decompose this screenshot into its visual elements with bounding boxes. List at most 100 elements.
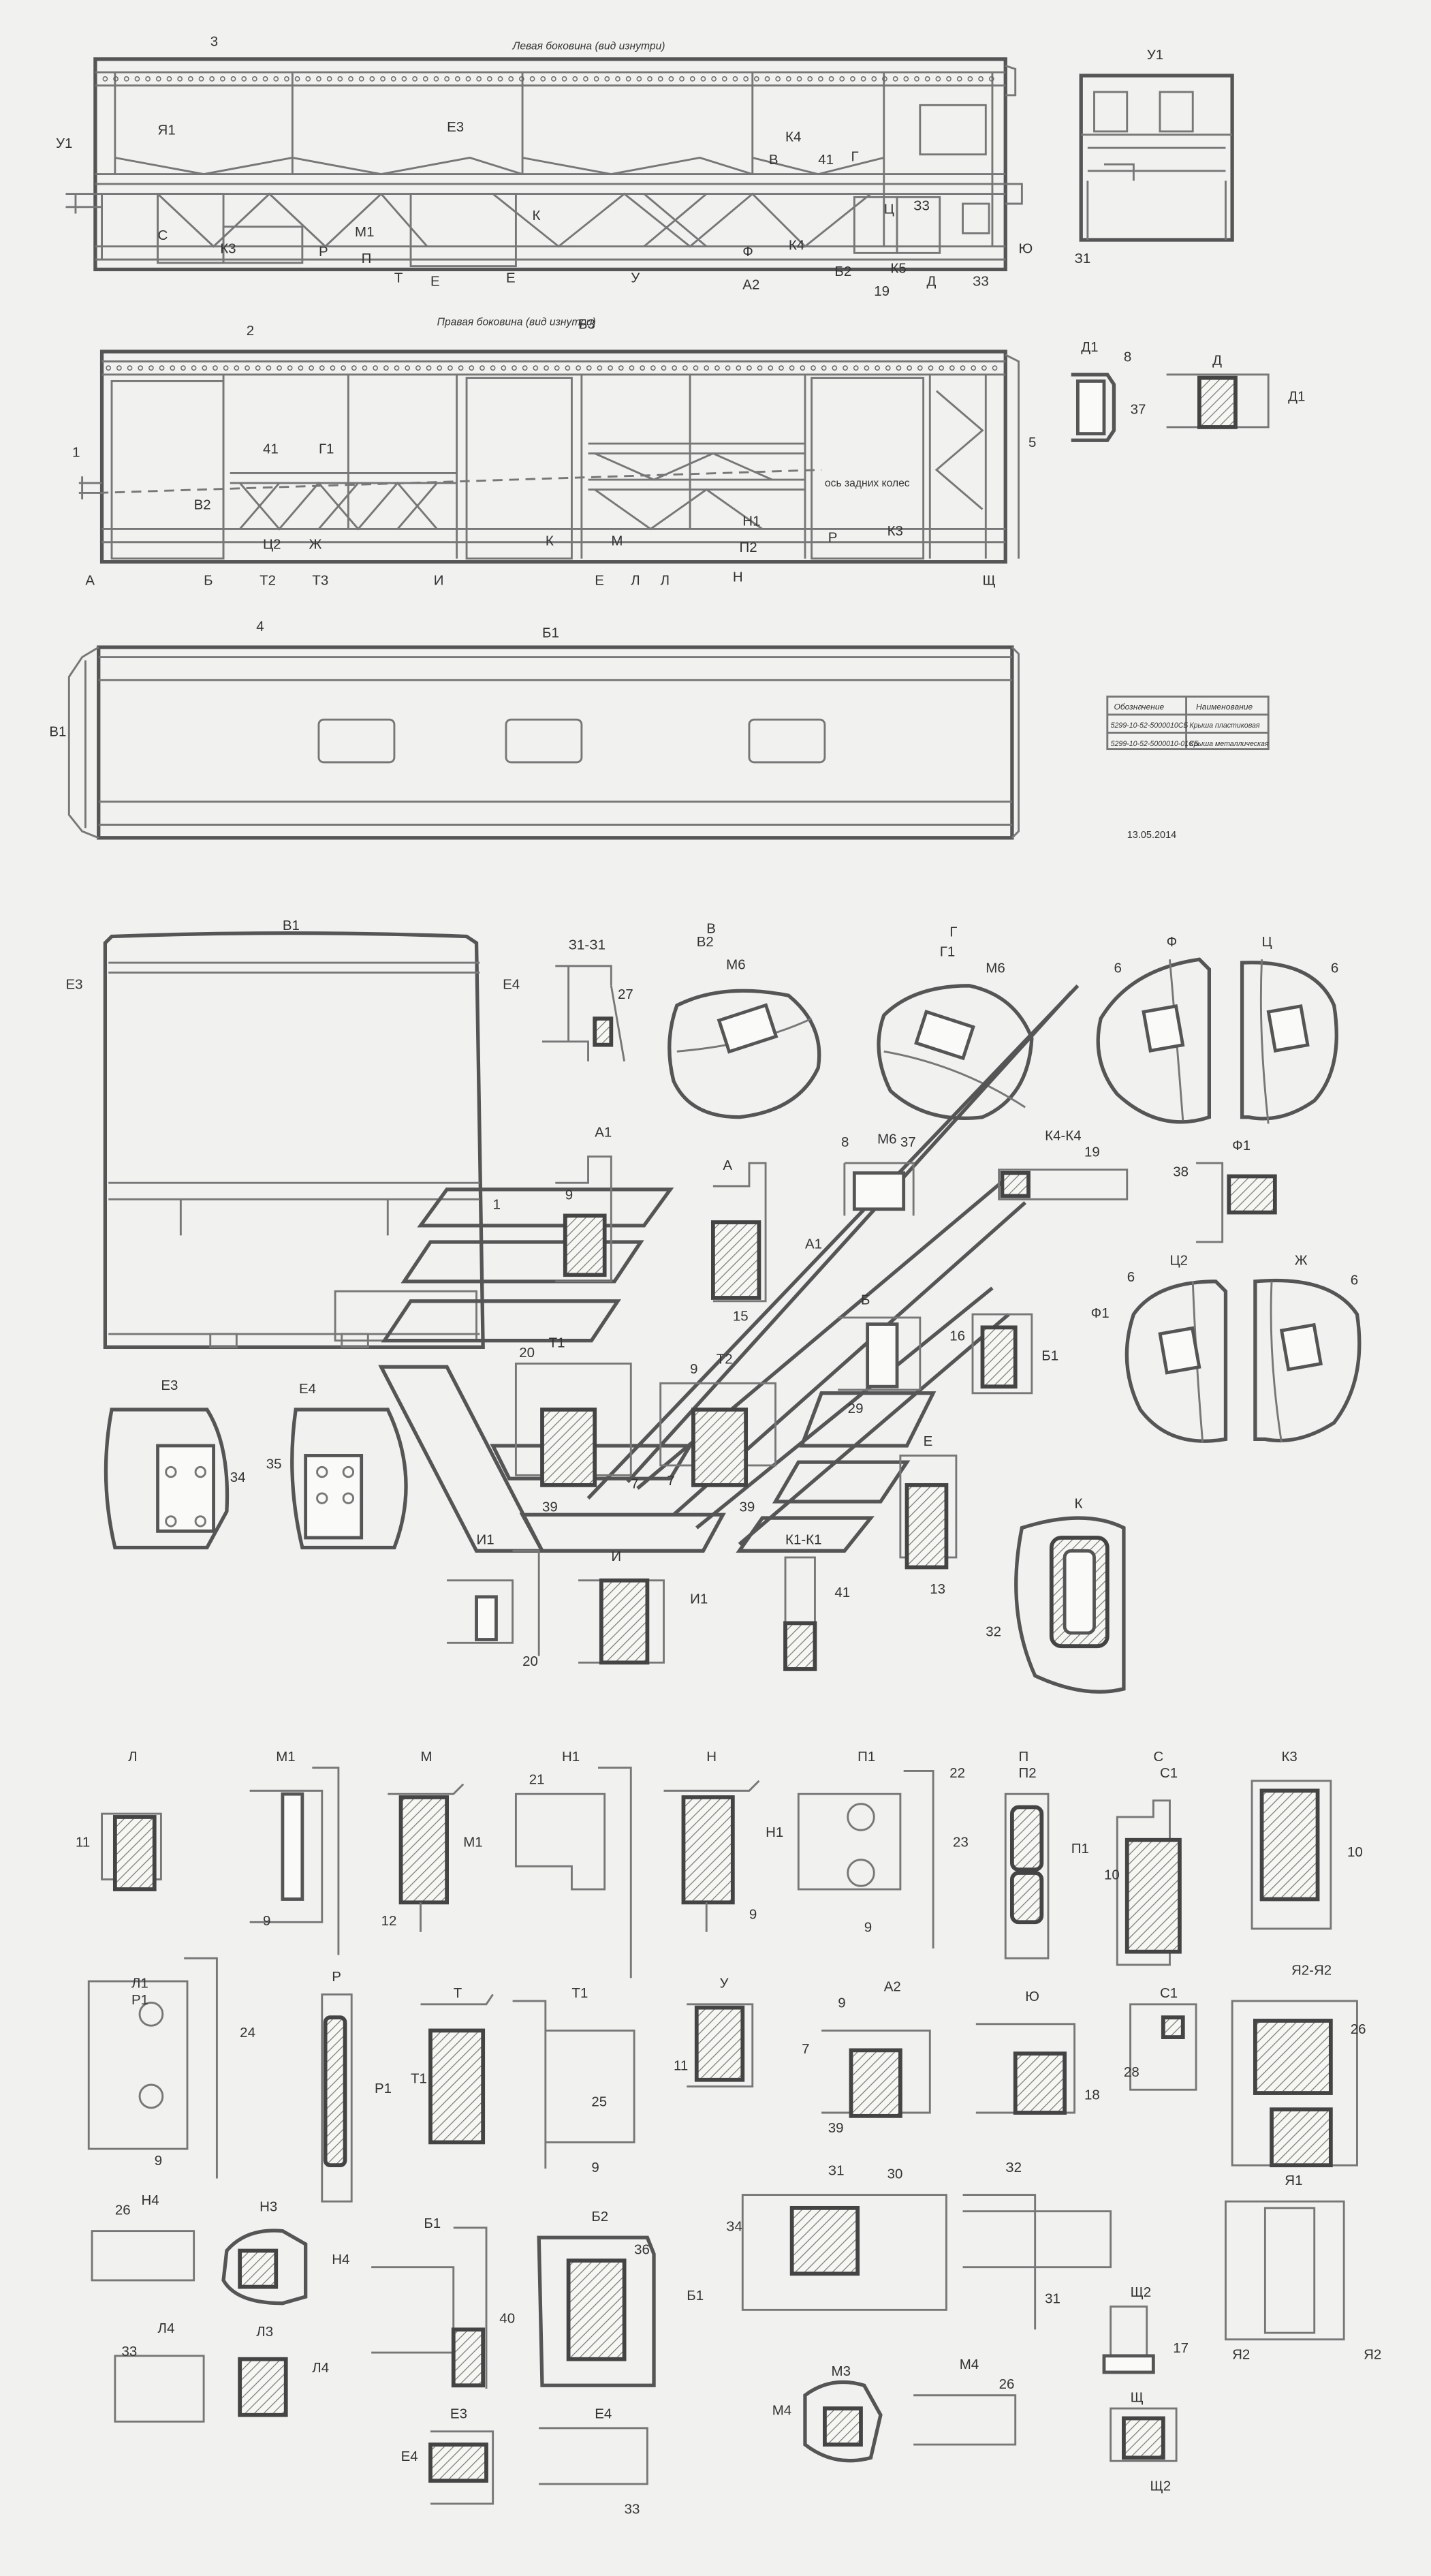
rivet-dot [458, 365, 464, 371]
view-label: С [1153, 1749, 1163, 1765]
view-label: З3 [913, 198, 930, 214]
rivet-dot [273, 76, 279, 82]
rivet-dot [693, 365, 699, 371]
rivet-dot [882, 76, 887, 82]
view-label: У [720, 1976, 729, 1991]
view-label: 9 [263, 1913, 270, 1929]
view-label: А2 [742, 277, 759, 292]
view-label: Б [861, 1292, 870, 1308]
view-label: Я1 [158, 123, 176, 138]
view-label: 19 [1084, 1145, 1100, 1160]
view-label: 21 [529, 1772, 545, 1788]
rivet-dot [583, 76, 588, 82]
rivet-dot [811, 365, 816, 371]
rivet-dot [625, 76, 631, 82]
view-label: Ц [884, 201, 894, 217]
rivet-dot [700, 76, 706, 82]
view-label: Б2 [834, 264, 851, 279]
view-label: З2 [1005, 2160, 1022, 2175]
view-label: 10 [1104, 1867, 1120, 1883]
rivet-dot [479, 365, 485, 371]
view-label: 28 [1124, 2064, 1139, 2080]
view-label: Г1 [940, 944, 956, 959]
view-label: Я2 [1364, 2347, 1381, 2363]
rivet-dot [853, 365, 859, 371]
view-label: М1 [276, 1749, 295, 1765]
view-label: Н4 [332, 2252, 349, 2267]
view-label: 9 [690, 1361, 697, 1377]
view-label: К3 [887, 523, 903, 539]
rivet-dot [437, 365, 443, 371]
detail-k [1014, 1516, 1126, 1694]
view-label: Т1 [411, 2071, 427, 2087]
view-label: Ю [1019, 240, 1033, 256]
rivet-dot [284, 76, 289, 82]
rivet-dot [198, 76, 204, 82]
view-label: К [546, 533, 554, 549]
view-label: И1 [690, 1591, 708, 1607]
view-label: Ж [309, 536, 321, 552]
detail-d-view [1166, 373, 1270, 429]
rivet-dot [885, 365, 891, 371]
view-label: М1 [463, 1834, 482, 1850]
rivet-dot [230, 76, 236, 82]
view-label: С1 [1160, 1985, 1178, 2001]
rivet-dot [576, 365, 581, 371]
view-label: Ц [1262, 934, 1272, 950]
view-label: 33 [122, 2344, 138, 2359]
rivet-dot [593, 76, 599, 82]
view-label: К3 [220, 240, 236, 256]
rivet-dot [971, 365, 977, 371]
rivet-dot [187, 76, 193, 82]
rivet-dot [330, 365, 336, 371]
view-label: П [362, 251, 372, 266]
view-label: 31 [1045, 2291, 1060, 2307]
rivet-dot [896, 365, 902, 371]
rivet-dot [714, 365, 720, 371]
rivet-dot [533, 365, 539, 371]
view-label: 37 [900, 1134, 916, 1150]
rivet-dot [981, 365, 987, 371]
view-label: Е [430, 274, 440, 290]
view-label: 8 [1124, 350, 1131, 365]
view-label: В1 [49, 724, 66, 739]
view-label: Е3 [450, 2406, 467, 2422]
rivet-dot [629, 365, 635, 371]
view-label: Л1 [131, 1976, 148, 1991]
view-label: 8 [841, 1134, 849, 1150]
rivet-dot [369, 76, 375, 82]
detail-f-round [1096, 957, 1212, 1124]
rivet-dot [785, 76, 791, 82]
view-label: Т2 [717, 1351, 733, 1367]
view-label: Щ2 [1131, 2284, 1152, 2300]
sections-row-3 [91, 2194, 1345, 2505]
view-label: 9 [591, 2160, 599, 2175]
rivet-dot [914, 76, 919, 82]
rivet-dot [608, 365, 613, 371]
view-label: Ф1 [1232, 1138, 1251, 1153]
rivet-dot [316, 76, 321, 82]
detail-i1 [447, 1549, 540, 1656]
rivet-dot [860, 76, 866, 82]
rivet-dot [469, 365, 475, 371]
view-label: Е [506, 270, 516, 286]
rivet-dot [779, 365, 784, 371]
view-label: В [706, 921, 716, 937]
view-label: В1 [283, 918, 300, 933]
view-label: Г [851, 149, 859, 164]
rivet-dot [159, 365, 165, 371]
rivet-dot [213, 365, 218, 371]
rivet-dot [743, 76, 749, 82]
rivet-dot [266, 365, 272, 371]
view-label: 39 [542, 1499, 558, 1515]
view-label: Д1 [1081, 339, 1098, 355]
right-sidewall-view [78, 350, 1020, 564]
view-label: М1 [355, 224, 374, 240]
rivet-dot [672, 365, 678, 371]
view-label: И [611, 1549, 621, 1564]
drawing-date: 13.05.2014 [1127, 830, 1176, 841]
view-label: 19 [874, 283, 890, 299]
rivet-dot [721, 76, 727, 82]
rivet-dot [711, 76, 717, 82]
view-label: Ж [1295, 1253, 1308, 1269]
